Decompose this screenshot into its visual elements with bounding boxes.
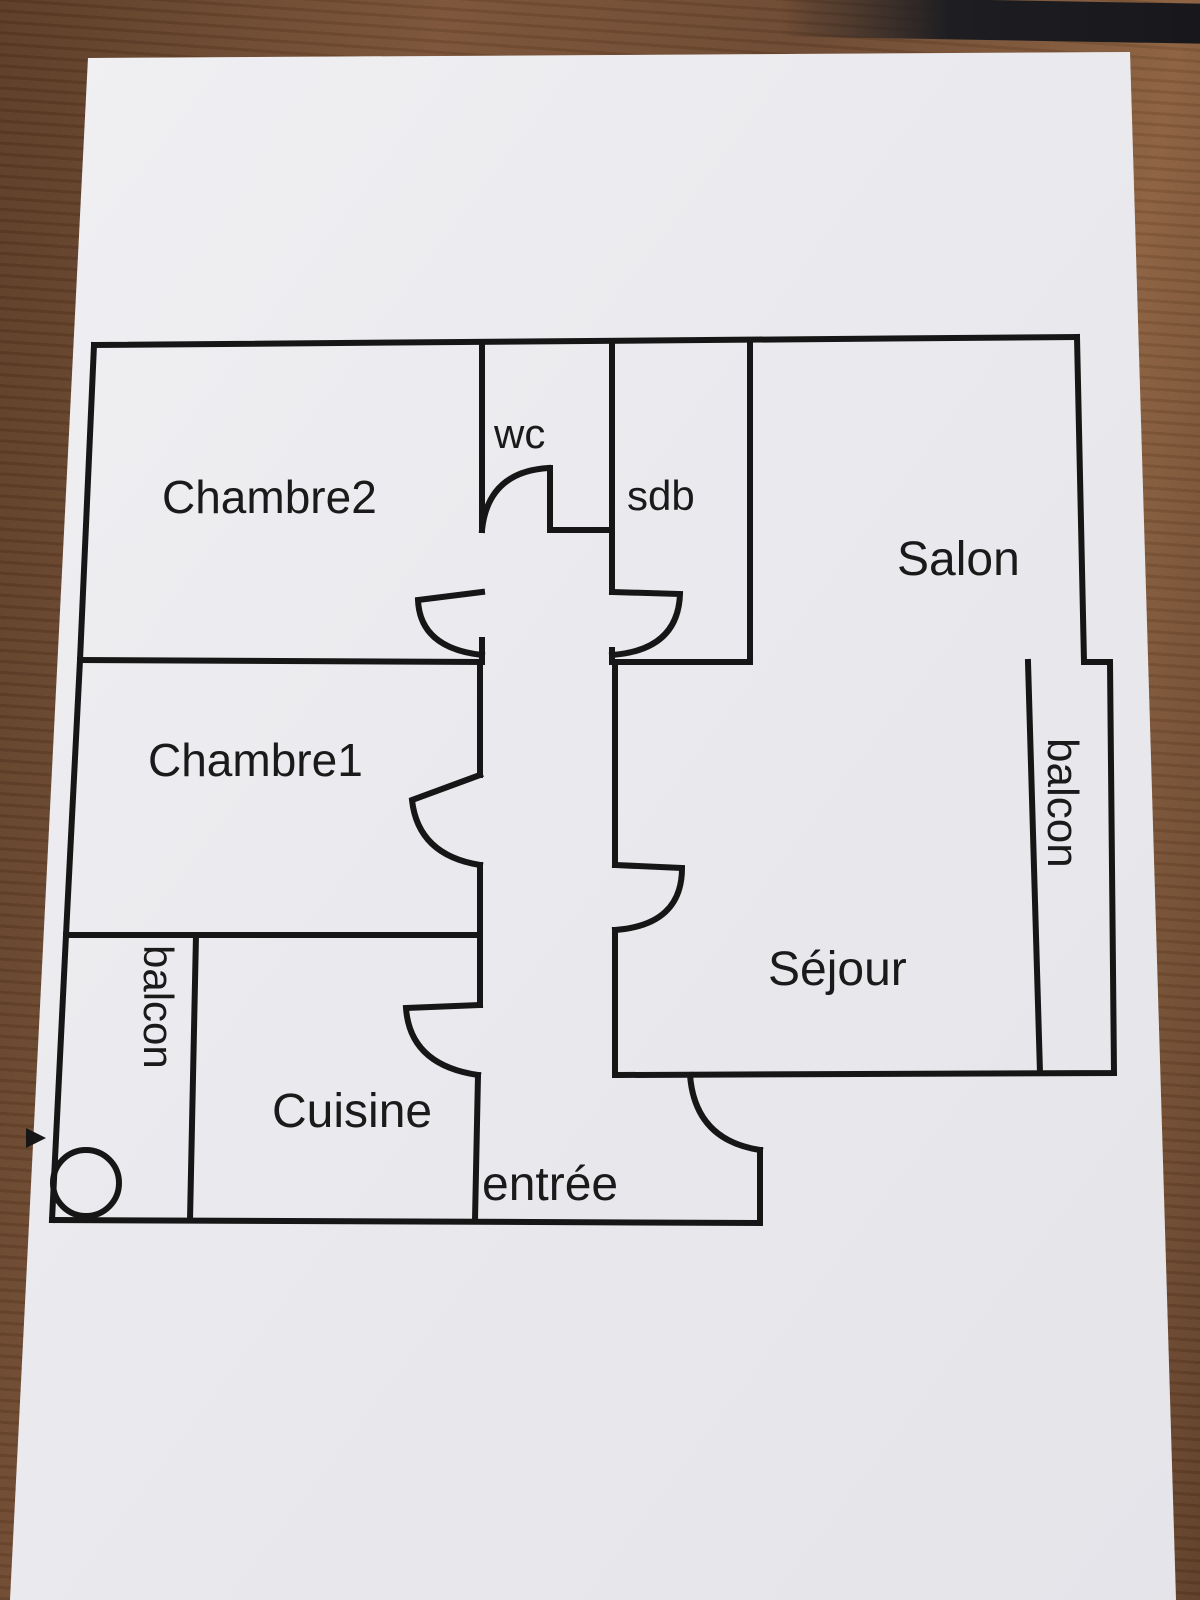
outer-wall-top (90, 333, 1081, 349)
sdb-door-arc (608, 588, 684, 659)
room-label-chambre2: Chambre2 (162, 471, 377, 523)
room-label-balcon-left: balcon (135, 945, 182, 1069)
balcon-right-inner-wall (1024, 658, 1044, 1077)
room-label-balcon-right: balcon (1038, 738, 1087, 868)
room-label-cuisine: Cuisine (272, 1085, 432, 1138)
outer-wall-bottom (48, 1147, 763, 1227)
cuisine-wall-right-bottom (471, 1071, 482, 1224)
room-label-chambre1: Chambre1 (148, 734, 363, 786)
balcon-cuisine-wall (186, 931, 200, 1224)
outer-wall-right (616, 333, 1118, 1079)
chambre2-door-arc (414, 588, 486, 659)
circle-symbol (50, 1147, 122, 1219)
paper-shading (10, 52, 1176, 1600)
room-label-entree: entrée (482, 1158, 618, 1211)
arrow-marker-icon (26, 1128, 46, 1148)
cuisine-door-arc (402, 1001, 484, 1079)
sejour-door-arc (611, 861, 686, 934)
wc-door-arc (478, 464, 552, 534)
room-label-sejour: Séjour (768, 943, 907, 996)
entrance-door-arc (686, 1071, 764, 1154)
chambre2-chambre1-wall (76, 656, 486, 666)
room-label-sdb: sdb (627, 472, 695, 519)
room-label-salon: Salon (897, 533, 1020, 586)
room-label-wc: wc (493, 410, 545, 457)
chambre1-door-arc (408, 771, 484, 869)
floor-plan-walls (48, 333, 1118, 1227)
outer-wall-left (48, 341, 98, 1224)
